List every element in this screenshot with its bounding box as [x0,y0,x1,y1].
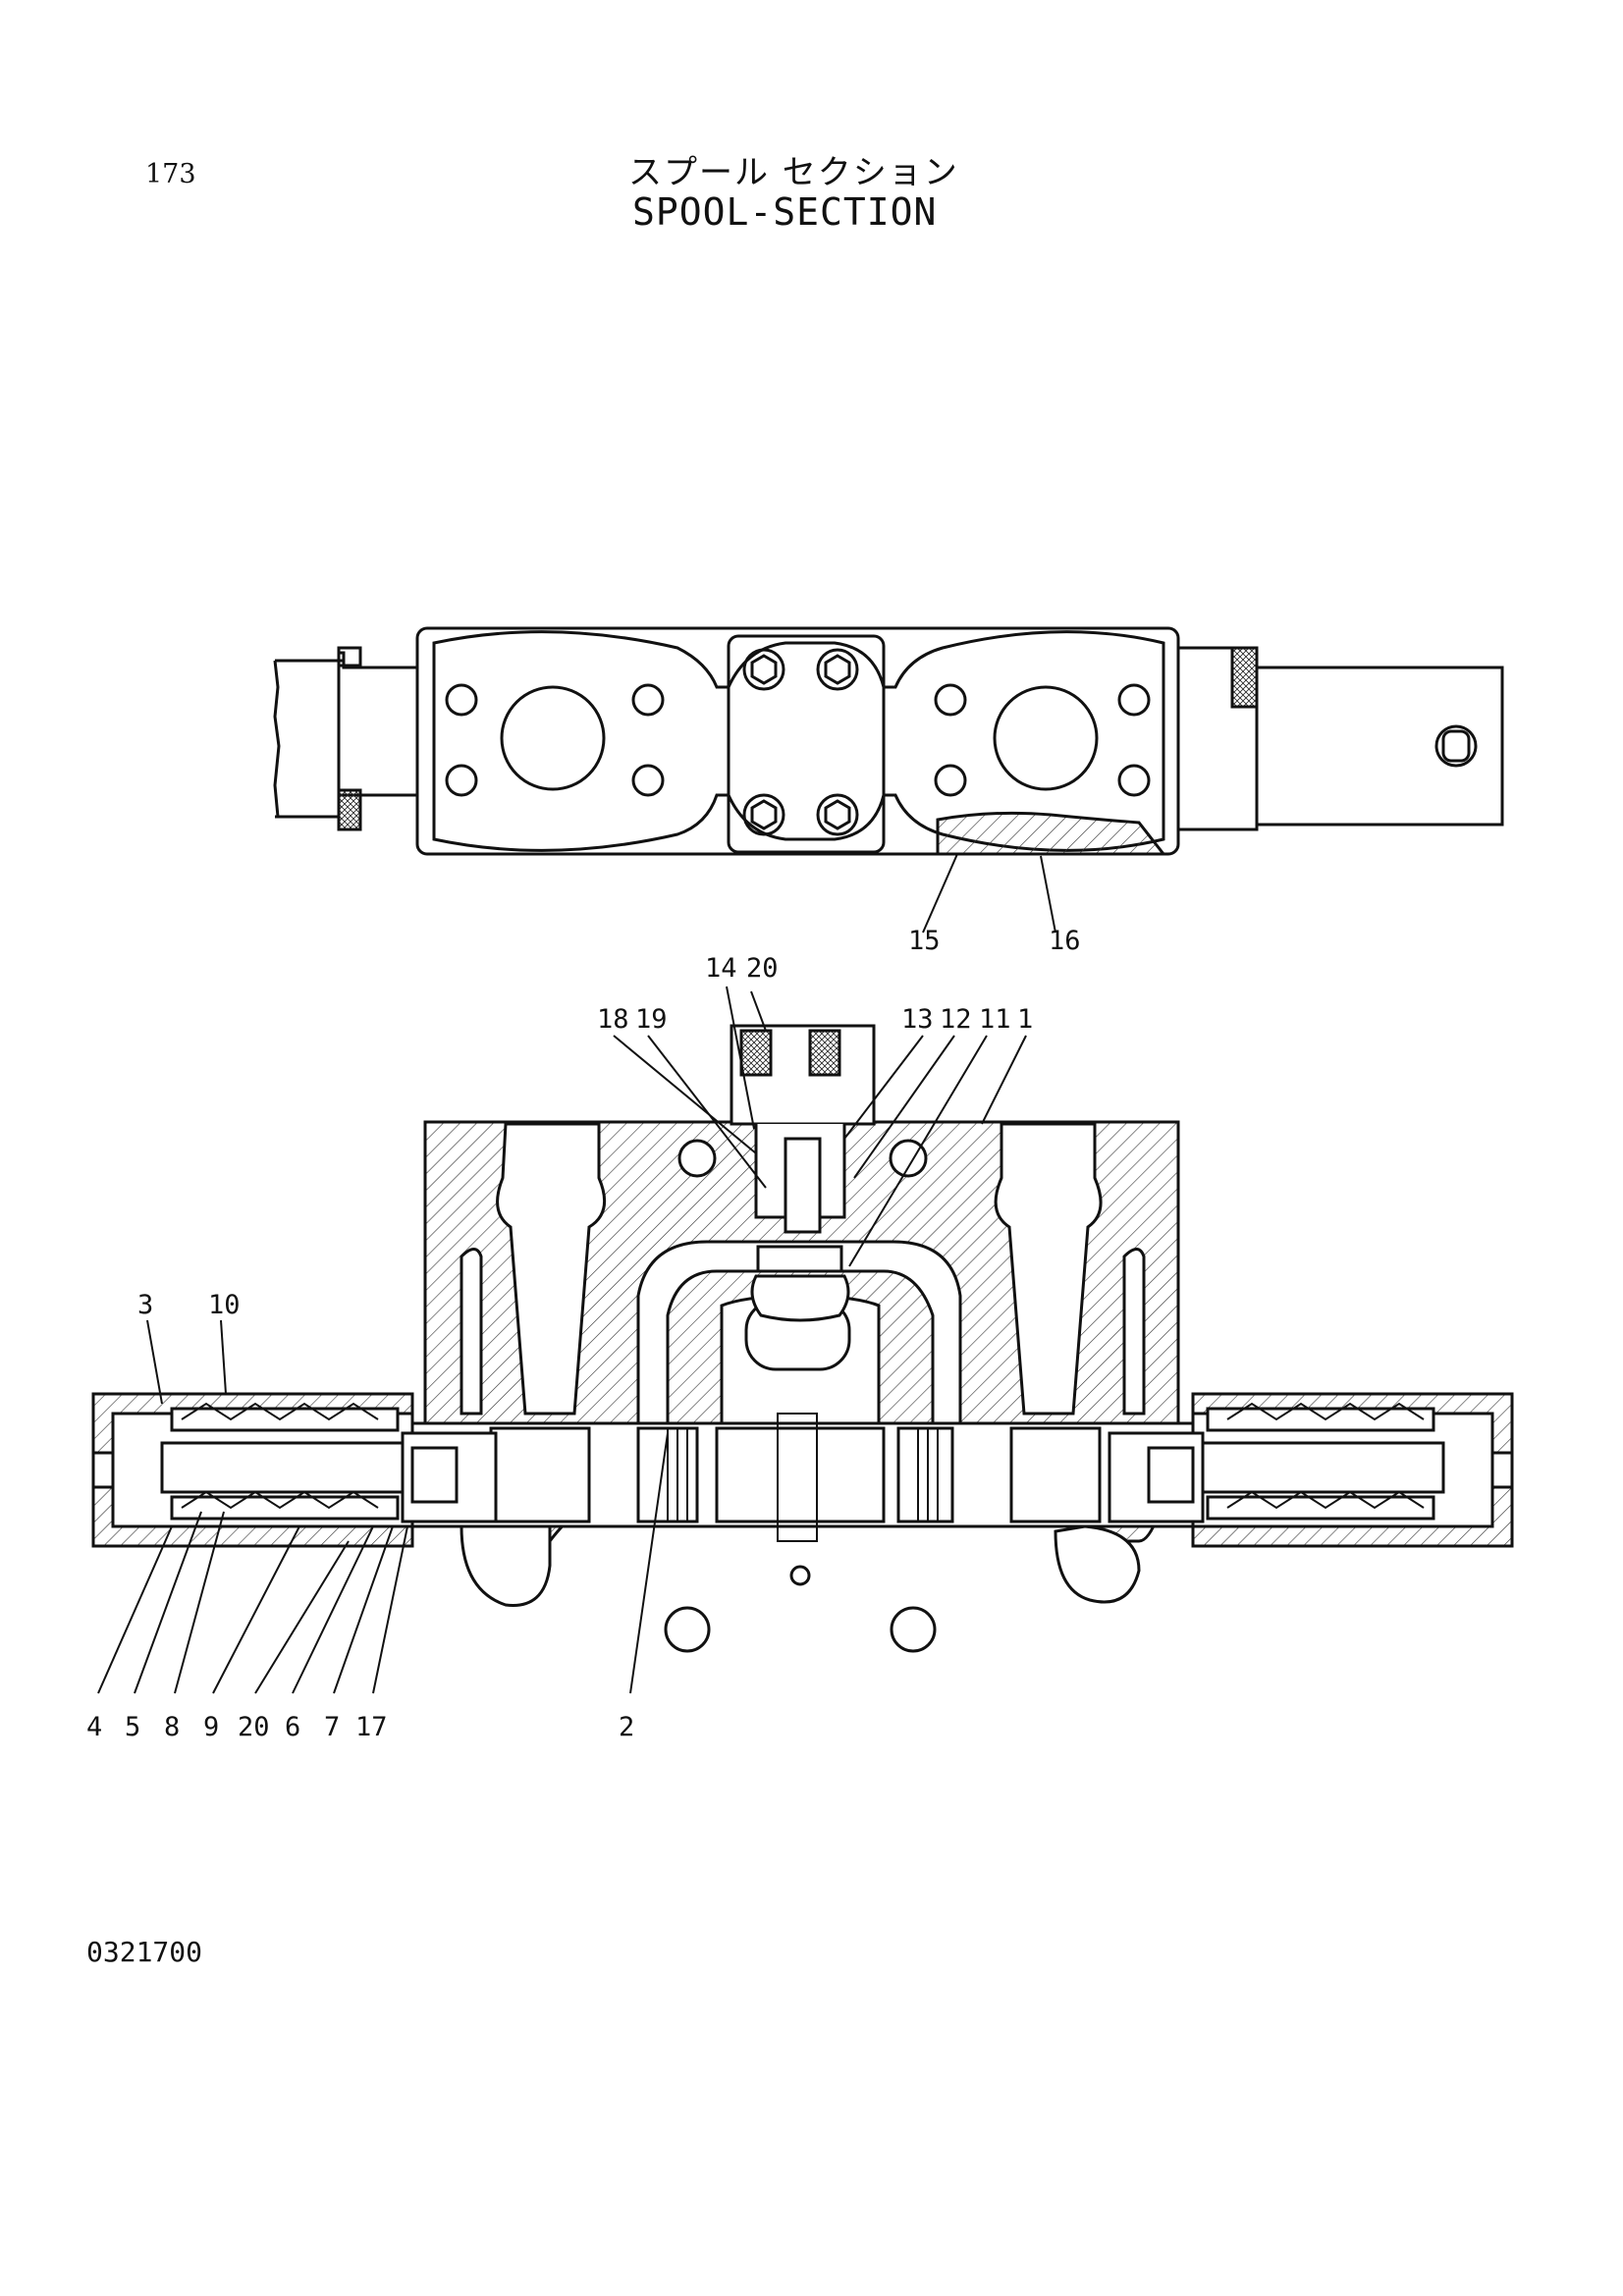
callout-14: 14 [705,953,737,984]
callout-3: 3 [137,1290,153,1320]
callout-13: 13 [901,1004,934,1035]
callout-15: 15 [908,926,941,956]
callout-8: 8 [164,1712,180,1742]
callout-18: 18 [597,1004,629,1035]
callout-labels: 15 16 14 20 18 19 13 12 11 1 3 10 4 5 8 … [86,926,1081,1742]
callout-6: 6 [285,1712,300,1742]
callout-5: 5 [125,1712,140,1742]
callout-10: 10 [208,1290,241,1320]
drawing-number: 0321700 [86,1936,203,1968]
callout-1: 1 [1017,1004,1033,1035]
callout-12: 12 [940,1004,972,1035]
callout-4: 4 [86,1712,102,1742]
section-view [91,1024,1514,1653]
callout-9: 9 [203,1712,219,1742]
title-english: SPOOL-SECTION [632,190,938,234]
callout-2: 2 [619,1712,634,1742]
callout-7: 7 [324,1712,340,1742]
leader-lines [97,853,1056,1694]
callout-16: 16 [1049,926,1081,956]
callout-17: 17 [355,1712,388,1742]
top-view [273,626,1504,856]
callout-19: 19 [635,1004,668,1035]
title-japanese: スプール セクション [628,153,959,192]
callout-11: 11 [979,1004,1011,1035]
callout-20-bottom: 20 [238,1712,270,1742]
hex-bolts [742,648,859,836]
page-number: 173 [145,159,196,189]
callout-20-top: 20 [746,953,779,984]
